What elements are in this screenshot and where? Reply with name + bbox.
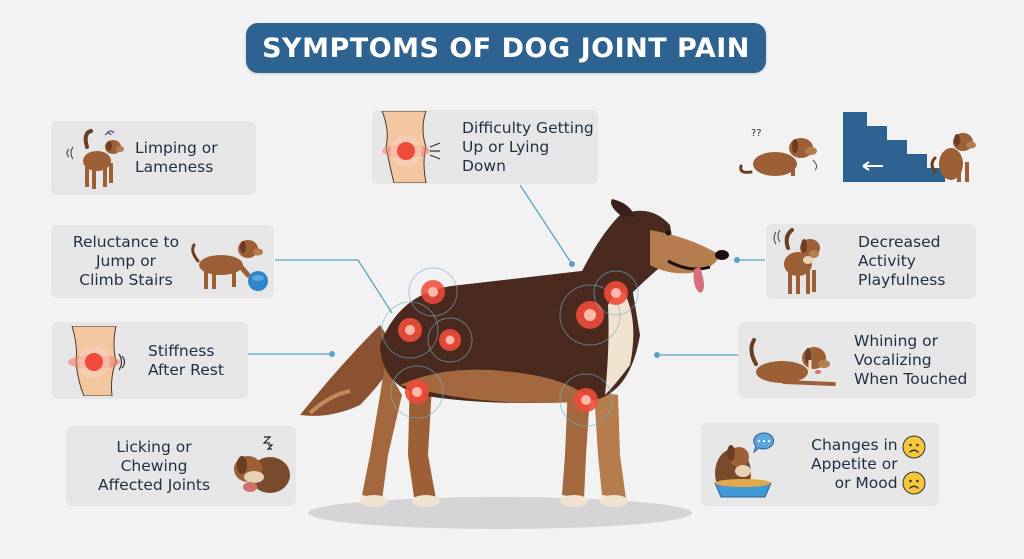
limping-dog-icon <box>65 125 125 191</box>
symptom-label: Limping or Lameness <box>135 139 218 176</box>
symptom-label: Licking or Chewing Affected Joints <box>97 437 211 494</box>
speech-bubble-icon <box>752 431 775 453</box>
svg-text:??: ?? <box>751 128 762 139</box>
symptom-label: Difficulty Getting Up or Lying Down <box>462 118 594 175</box>
symptom-label: Stiffness After Rest <box>148 341 224 379</box>
symptom-label: Changes in Appetite or or Mood <box>811 436 898 492</box>
pain-point-elbow <box>559 373 613 427</box>
confused-dog-icon: ?? <box>739 128 818 176</box>
inflamed-knee-icon <box>64 325 126 396</box>
pain-point-neck <box>593 270 639 316</box>
stairs-icon <box>843 112 945 182</box>
sad-face-icon <box>902 435 926 458</box>
symptom-card-whining: Whining or Vocalizing When Touched <box>738 322 976 398</box>
symptom-label: Whining or Vocalizing When Touched <box>854 331 968 388</box>
pain-point-thigh <box>427 317 473 363</box>
lying-dog-icon <box>744 330 844 390</box>
tired-dog-icon <box>770 226 832 298</box>
stairs-illustration: ?? <box>735 108 985 186</box>
dog-shadow <box>308 497 692 529</box>
pain-point-markers <box>381 267 639 427</box>
title-banner: SYMPTOMS OF DOG JOINT PAIN <box>246 23 766 73</box>
symptom-card-decreased: Decreased Activity Playfulness <box>766 224 976 299</box>
dog-eating-bowl-icon <box>709 427 781 503</box>
symptom-card-licking: Licking or Chewing Affected Joints <box>66 426 296 506</box>
sitting-dog-icon <box>930 133 976 182</box>
symptom-card-reluctance: Reluctance to Jump or Climb Stairs <box>51 225 274 298</box>
symptom-label: Reluctance to Jump or Climb Stairs <box>72 233 180 289</box>
central-dog-illustration <box>290 195 740 535</box>
symptom-card-difficulty: Difficulty Getting Up or Lying Down <box>372 110 598 184</box>
left-arrow-icon <box>862 161 883 171</box>
page-title: SYMPTOMS OF DOG JOINT PAIN <box>262 32 750 64</box>
pain-point-hip <box>381 301 439 359</box>
symptom-card-limping: Limping or Lameness <box>51 121 256 195</box>
pain-point-hip-top <box>408 267 458 317</box>
sad-face-icon <box>902 471 926 494</box>
symptom-card-appetite: Changes in Appetite or or Mood <box>701 423 939 506</box>
symptom-card-stiffness: Stiffness After Rest <box>52 322 248 399</box>
symptom-label: Decreased Activity Playfulness <box>858 233 946 289</box>
dog-with-ball-icon <box>186 231 271 293</box>
inflamed-knee-icon <box>376 111 442 183</box>
pain-point-knee <box>390 365 444 419</box>
dog-licking-paw-icon <box>226 431 296 501</box>
